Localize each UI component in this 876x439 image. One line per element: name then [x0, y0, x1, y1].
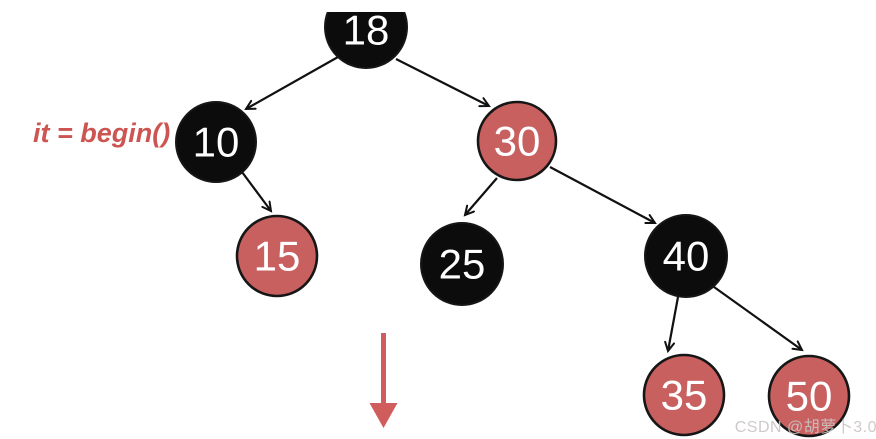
tree-node-25-label: 25 — [439, 241, 486, 288]
tree-node-40 — [644, 214, 728, 298]
tree-node-15 — [235, 214, 319, 298]
tree-node-10-label: 10 — [193, 119, 240, 166]
tree-node-18-label: 18 — [343, 7, 390, 54]
tree-node-18 — [324, 12, 408, 69]
tree-node-15-label: 15 — [254, 233, 301, 280]
tree-node-30-label: 30 — [494, 118, 541, 165]
tree-node-50 — [767, 354, 851, 438]
tree-node-10 — [175, 101, 257, 183]
down-arrow-head — [369, 403, 398, 428]
tree-node-35-label: 35 — [661, 372, 708, 419]
iterator-annotation: it = begin() — [33, 118, 170, 148]
tree-node-40-label: 40 — [663, 233, 710, 280]
edge-30-40 — [549, 166, 657, 225]
tree-node-25 — [420, 222, 504, 306]
tree-edges — [241, 56, 804, 354]
edge-30-25 — [463, 177, 498, 217]
edge-40-35 — [664, 296, 680, 354]
tree-node-30 — [476, 100, 558, 182]
edge-10-15 — [241, 171, 273, 213]
edge-18-10 — [244, 56, 339, 111]
down-arrow-icon — [369, 333, 398, 428]
edge-40-50 — [713, 286, 804, 352]
tree-nodes: 18 10 30 15 25 40 35 50 — [175, 7, 851, 438]
tree-node-35 — [642, 353, 726, 437]
edge-18-30 — [395, 58, 491, 108]
watermark: CSDN @胡萝卜3.0 — [735, 418, 876, 436]
tree-node-50-label: 50 — [786, 373, 833, 420]
